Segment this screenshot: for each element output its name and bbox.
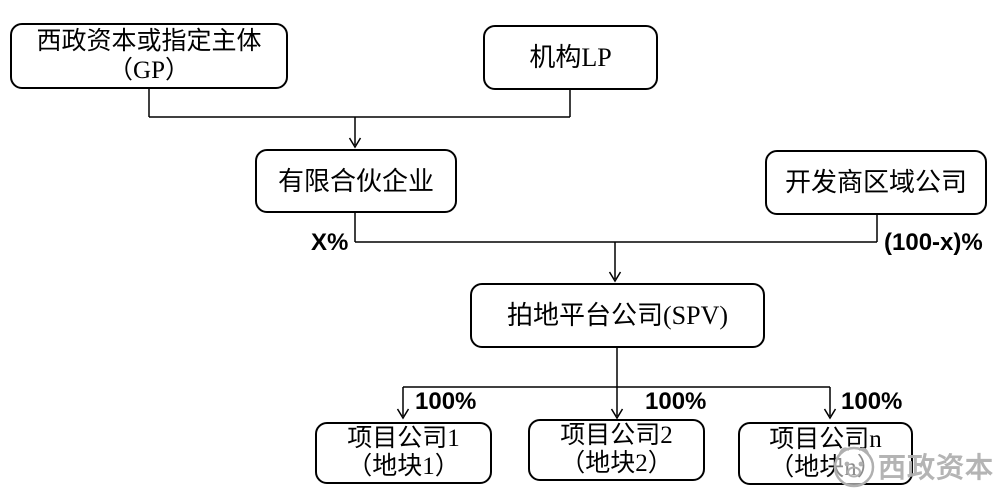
arrowhead-icon bbox=[608, 271, 622, 283]
node-partnership: 有限合伙企业 bbox=[255, 149, 457, 213]
node-spv: 拍地平台公司(SPV) bbox=[470, 283, 765, 348]
arrowhead-icon bbox=[823, 408, 837, 420]
edge-partnership-developer-to-spv bbox=[354, 213, 878, 283]
node-developer: 开发商区域公司 bbox=[765, 150, 987, 215]
node-partnership-label: 有限合伙企业 bbox=[277, 166, 434, 196]
edge-spv-to-projects bbox=[396, 348, 837, 420]
node-developer-label: 开发商区域公司 bbox=[784, 168, 967, 197]
edge-label-project-n-100-percent: 100% bbox=[841, 388, 903, 415]
node-gp-line1: 西政资本或指定主体 bbox=[36, 28, 262, 55]
arrowhead-icon bbox=[348, 137, 362, 149]
node-gp: 西政资本或指定主体 （GP） bbox=[10, 23, 288, 89]
edge-label-100-minus-x-percent: (100-x)% bbox=[884, 229, 983, 256]
node-project1-line1: 项目公司1 bbox=[347, 425, 460, 452]
node-lp-label: 机构LP bbox=[529, 43, 612, 72]
watermark: 西政资本 bbox=[830, 442, 994, 490]
watermark-logo-icon bbox=[833, 446, 875, 488]
node-spv-label: 拍地平台公司(SPV) bbox=[506, 301, 728, 330]
node-project2-line2: （地块2） bbox=[560, 450, 673, 477]
edge-label-project1-100-percent: 100% bbox=[415, 388, 477, 415]
arrowhead-icon bbox=[610, 408, 624, 420]
edge-gp-lp-to-partnership bbox=[148, 89, 571, 149]
edge-label-project2-100-percent: 100% bbox=[645, 388, 707, 415]
watermark-text: 西政资本 bbox=[878, 453, 995, 484]
arrowhead-icon bbox=[396, 408, 410, 420]
node-gp-line2: （GP） bbox=[108, 57, 190, 84]
node-project1-line2: （地块1） bbox=[347, 453, 460, 480]
node-project-n: 项目公司n （地块n） bbox=[738, 422, 913, 485]
node-project2-line1: 项目公司2 bbox=[560, 422, 673, 449]
node-project1: 项目公司1 （地块1） bbox=[315, 422, 492, 484]
edge-label-x-percent: X% bbox=[311, 229, 349, 256]
node-project2: 项目公司2 （地块2） bbox=[528, 419, 705, 481]
node-lp: 机构LP bbox=[483, 25, 658, 90]
